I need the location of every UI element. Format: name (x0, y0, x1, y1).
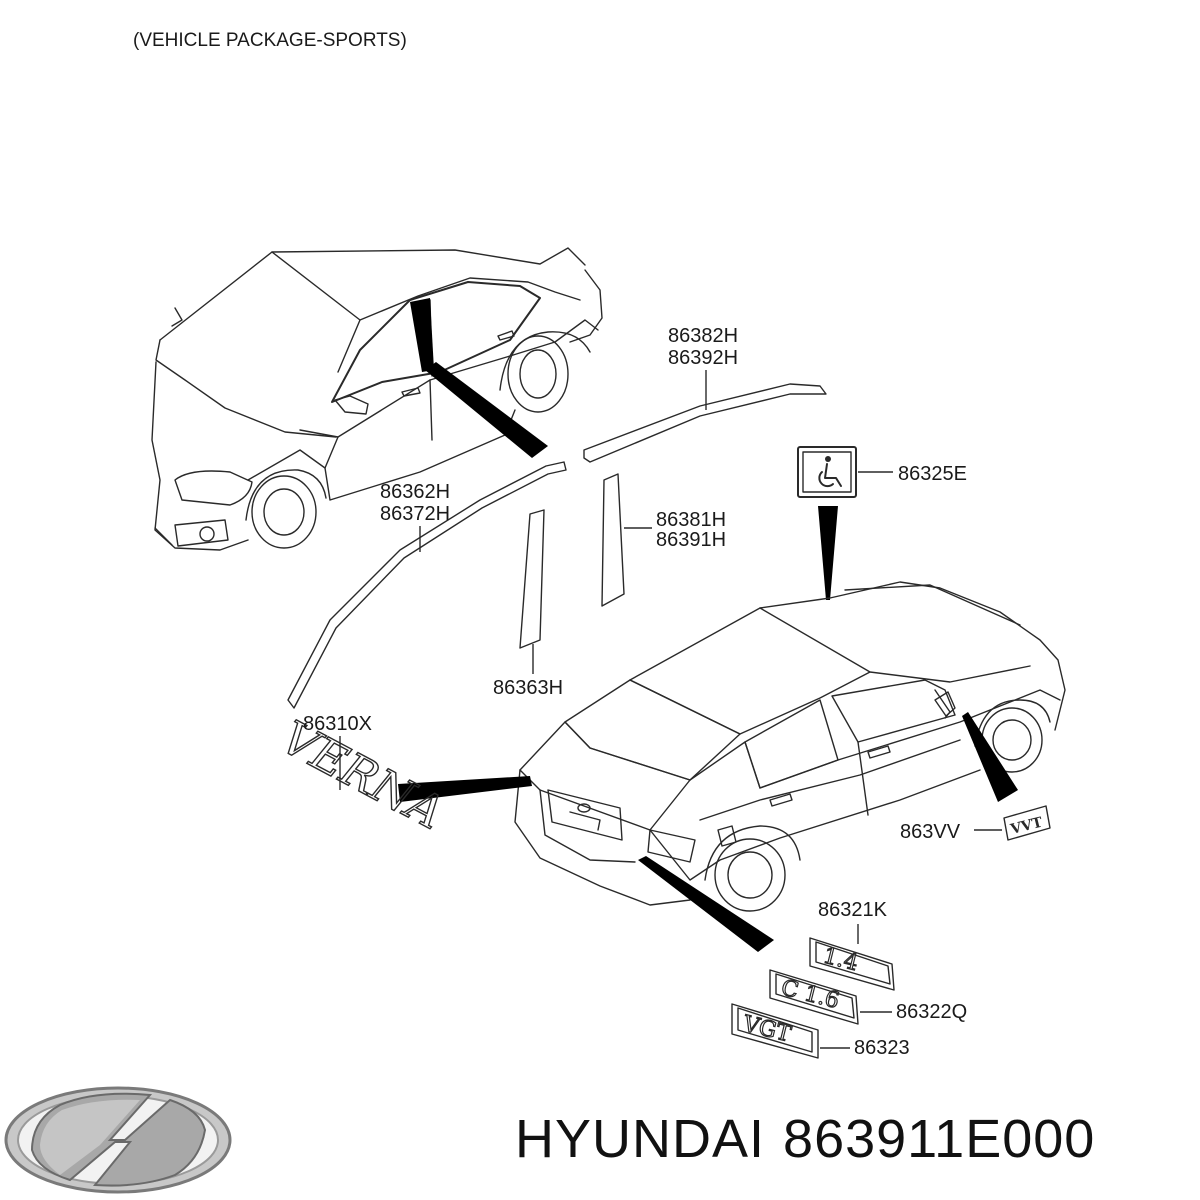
brand-name: HYUNDAI (515, 1109, 766, 1169)
car-front-view (151, 247, 603, 551)
wheelchair-badge (797, 446, 857, 498)
label-86382H: 86382H (668, 325, 738, 347)
vvt-emblem-text: VVT (1008, 814, 1045, 838)
roof-trim-front-strip (287, 461, 567, 709)
label-863VV: 863VV (900, 821, 961, 843)
emblem-c-1-6: C 1.6 (769, 969, 859, 1025)
front-pillar-garnish-strip (519, 509, 545, 649)
label-86363H: 86363H (493, 677, 563, 699)
label-86392H: 86392H (668, 347, 738, 369)
label-86322Q: 86322Q (896, 1001, 967, 1023)
label-86310X: 86310X (303, 713, 372, 735)
car-rear-view (514, 581, 1066, 912)
emblem-vgt: VGT (731, 1003, 819, 1059)
emblem-c-1-6-text: C 1.6 (779, 976, 842, 1014)
label-86391H: 86391H (656, 529, 726, 551)
roof-trim-top-strip (583, 383, 827, 463)
label-86362H: 86362H (380, 481, 450, 503)
rear-pillar-garnish-strip (601, 473, 625, 607)
hyundai-logo (4, 1086, 232, 1194)
label-86321K: 86321K (818, 899, 888, 921)
part-number: 863911E000 (783, 1109, 1096, 1169)
label-86372H: 86372H (380, 503, 450, 525)
label-86325E: 86325E (898, 463, 967, 485)
emblem-1-4: 1.4 (809, 937, 895, 991)
emblem-vgt-text: VGT (740, 1011, 794, 1047)
label-86381H: 86381H (656, 509, 726, 531)
brand-part-number: HYUNDAI 863911E000 (515, 1108, 1113, 1170)
vvt-emblem: VVT (1003, 805, 1051, 841)
label-86323: 86323 (854, 1037, 910, 1059)
package-note: (VEHICLE PACKAGE-SPORTS) (133, 30, 407, 51)
